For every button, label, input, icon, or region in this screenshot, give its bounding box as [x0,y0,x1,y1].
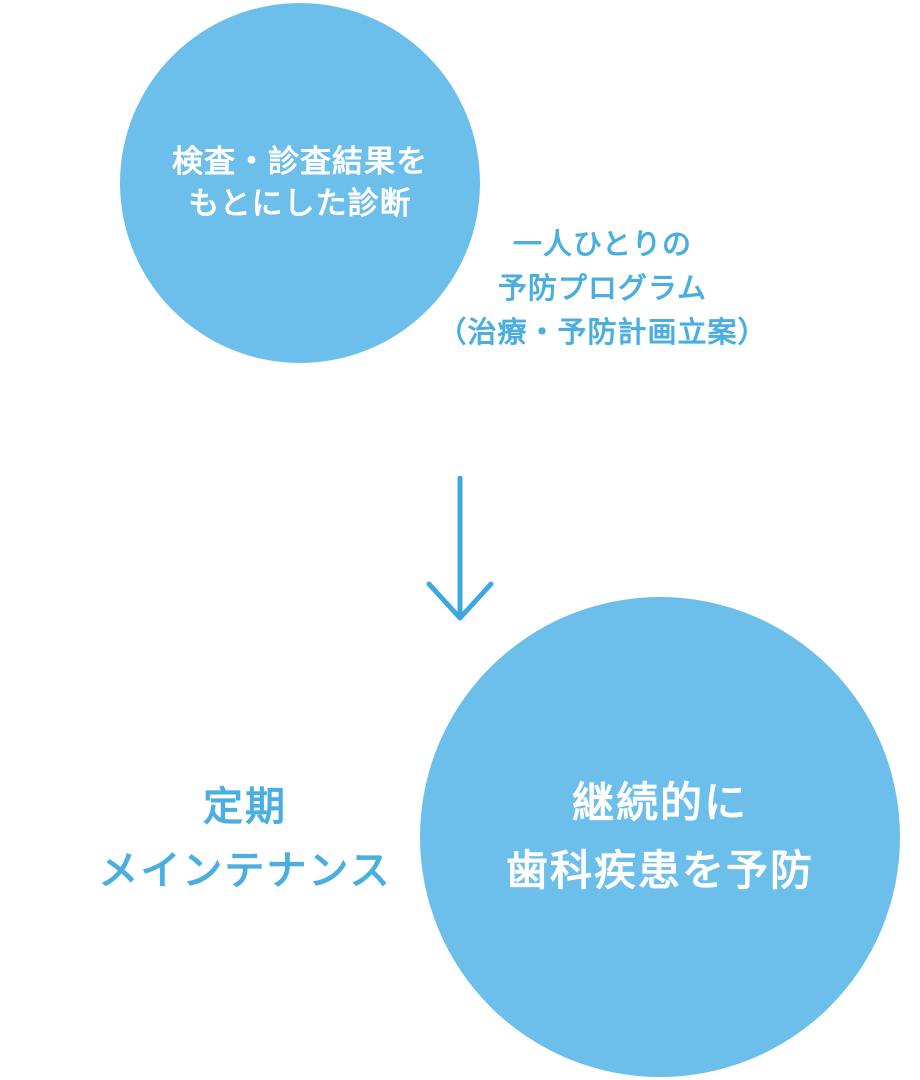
program-label: 一人ひとりの 予防プログラム （治療・予防計画立案） [405,222,800,354]
maintenance-text-line-2: メインテナンス [98,848,392,894]
program-text-line-1: 一人ひとりの [512,227,693,261]
program-text-line-2: 予防プログラム [497,271,708,305]
maintenance-label: 定期 メインテナンス [60,775,430,903]
maintenance-text-line-1: 定期 [203,784,287,830]
program-text-line-3: （治療・予防計画立案） [437,315,768,349]
prevention-text-line-2: 歯科疾患を予防 [505,846,814,895]
prevention-text-line-1: 継続的に [571,778,748,827]
diagnosis-text-line-2: もとにした診断 [188,186,412,222]
prevention-circle: 継続的に 歯科疾患を予防 [420,597,900,1077]
diagnosis-text-line-1: 検査・診査結果を [172,144,428,180]
diagnosis-circle: 検査・診査結果を もとにした診断 [120,3,480,363]
arrow-down-icon [426,476,494,621]
